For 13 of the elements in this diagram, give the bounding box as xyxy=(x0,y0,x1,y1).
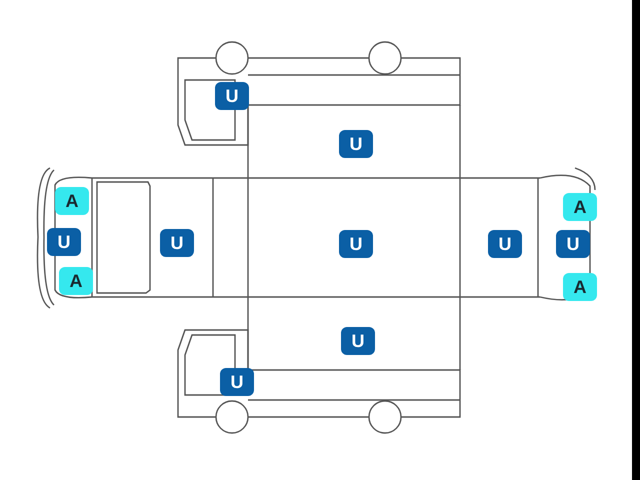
marker-badge: U xyxy=(220,368,254,396)
marker-badge: A xyxy=(563,273,597,301)
marker-badge: U xyxy=(160,229,194,257)
marker-badge: U xyxy=(341,327,375,355)
marker-badge: A xyxy=(59,267,93,295)
marker-badge: U xyxy=(215,82,249,110)
marker-badge: A xyxy=(563,193,597,221)
marker-badge: U xyxy=(339,230,373,258)
marker-badge: U xyxy=(488,230,522,258)
marker-badge: U xyxy=(339,130,373,158)
marker-badge: U xyxy=(556,230,590,258)
marker-badge: A xyxy=(55,187,89,215)
marker-badge: U xyxy=(47,228,81,256)
